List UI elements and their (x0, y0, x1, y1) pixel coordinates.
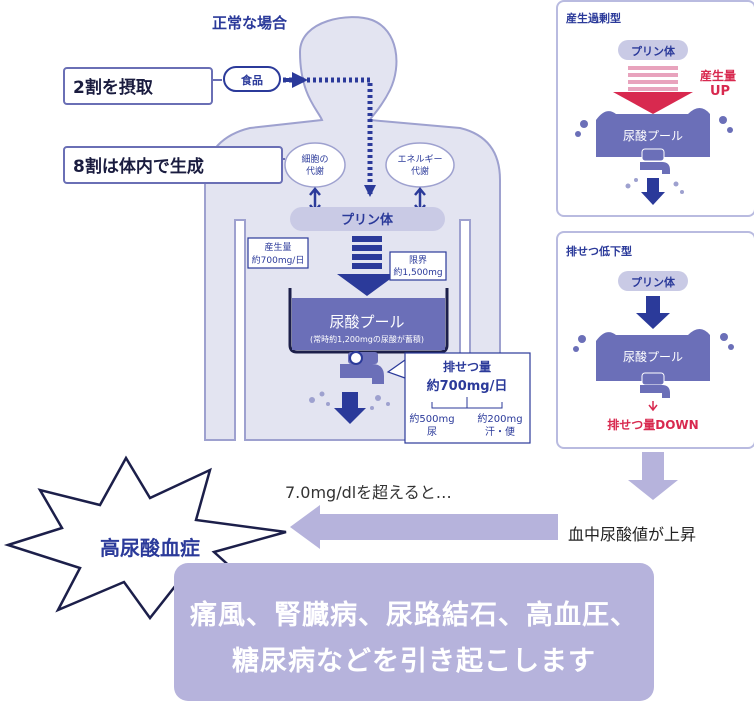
threshold-text: 7.0mg/dlを超えると… (285, 483, 452, 502)
svg-text:産生量: 産生量 (700, 68, 736, 83)
svg-text:プリン体: プリン体 (631, 275, 676, 289)
svg-text:汗・便: 汗・便 (485, 425, 515, 438)
svg-text:(常時約1,200mgの尿酸が蓄積): (常時約1,200mgの尿酸が蓄積) (310, 334, 424, 344)
produced-label: 8割は体内で生成 (63, 146, 283, 184)
svg-text:限界: 限界 (409, 255, 427, 266)
excretion-drops (309, 391, 390, 424)
svg-text:尿: 尿 (427, 426, 437, 438)
svg-text:産生量: 産生量 (264, 241, 291, 253)
svg-text:尿酸プール: 尿酸プール (623, 128, 683, 143)
svg-text:尿酸プール: 尿酸プール (329, 313, 404, 331)
svg-text:プリン体: プリン体 (631, 44, 676, 58)
underexcretion-title: 排せつ低下型 (566, 244, 632, 258)
faucet-icon (340, 351, 384, 384)
svg-text:UP: UP (710, 84, 730, 99)
excretion-info-box: 排せつ量 約700mg/日 約500mg 尿 約200mg 汗・便 (386, 352, 531, 444)
svg-text:約700mg/日: 約700mg/日 (252, 254, 305, 266)
svg-text:代謝: 代謝 (306, 165, 324, 177)
complications-box: 痛風、腎臓病、尿路結石、高血圧、 糖尿病などを引き起こします (174, 563, 654, 701)
svg-text:細胞の: 細胞の (301, 153, 328, 165)
svg-text:代謝: 代謝 (411, 165, 429, 177)
underexcretion-illustration: 排せつ低下型 プリン体 尿酸プール 排せつ量DOWN (566, 244, 734, 432)
production-arrow (337, 236, 397, 296)
overproduction-illustration: 産生過剰型 プリン体 産生量 UP 尿酸プール (566, 11, 736, 205)
svg-text:約500mg: 約500mg (409, 412, 454, 425)
overproduction-title: 産生過剰型 (566, 11, 621, 25)
svg-text:約1,500mg: 約1,500mg (393, 266, 442, 278)
svg-text:約200mg: 約200mg (477, 412, 522, 425)
underexcretion-panel: 排せつ低下型 プリン体 尿酸プール 排せつ量DOWN (556, 231, 754, 449)
production-amount-box: 産生量 約700mg/日 (247, 237, 309, 269)
svg-text:尿酸プール: 尿酸プール (623, 349, 683, 364)
left-arrow (290, 505, 558, 549)
limit-box: 限界 約1,500mg (389, 251, 447, 281)
svg-text:排せつ量: 排せつ量 (443, 359, 491, 374)
cell-metabolism-bubble: 細胞の 代謝 (284, 142, 346, 188)
blood-uric-rise-text: 血中尿酸値が上昇 (568, 525, 697, 544)
complications-line-2: 糖尿病などを引き起こします (232, 646, 596, 677)
down-arrow (628, 452, 678, 500)
complications-line-1: 痛風、腎臓病、尿路結石、高血圧、 (190, 600, 638, 631)
svg-text:排せつ量DOWN: 排せつ量DOWN (607, 417, 698, 432)
food-pill: 食品 (223, 66, 281, 92)
svg-text:エネルギー: エネルギー (397, 154, 442, 165)
energy-metabolism-bubble: エネルギー 代謝 (385, 142, 455, 188)
food-label: 食品 (241, 73, 263, 87)
svg-text:約700mg/日: 約700mg/日 (427, 378, 508, 394)
purine-band: プリン体 (290, 207, 445, 231)
svg-text:プリン体: プリン体 (341, 212, 394, 228)
normal-case-title: 正常な場合 (212, 14, 288, 32)
intake-label: 2割を摂取 (63, 67, 213, 105)
disease-label: 高尿酸血症 (100, 536, 200, 560)
overproduction-panel: 産生過剰型 プリン体 産生量 UP 尿酸プール (556, 0, 754, 217)
